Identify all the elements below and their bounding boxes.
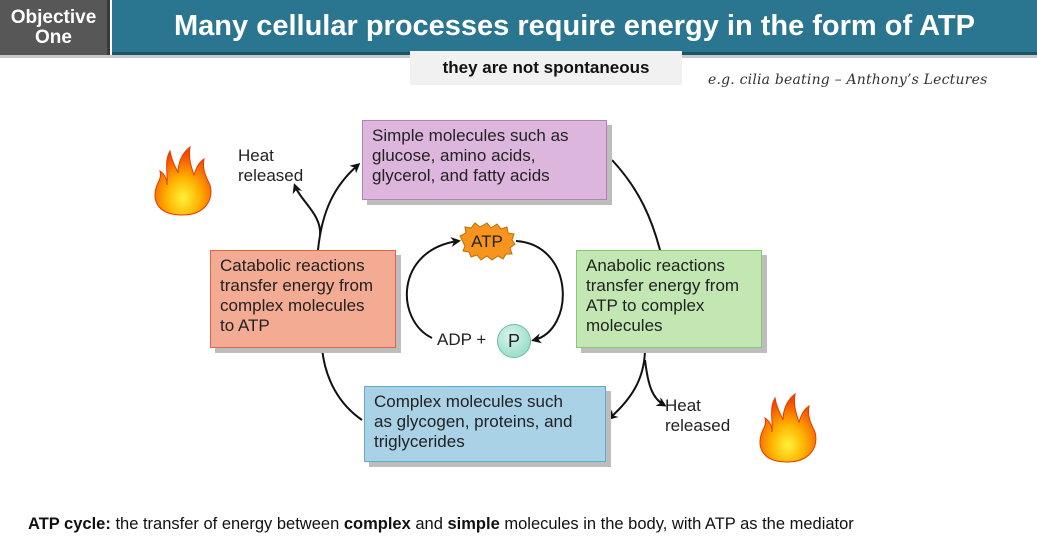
atp-label: ATP xyxy=(471,232,503,251)
anabolic-box-line: transfer energy from xyxy=(586,276,740,295)
flame-icon xyxy=(154,145,212,216)
catabolic-box-line: transfer energy from xyxy=(220,276,374,295)
heat-released-top-left: Heat released xyxy=(238,146,303,186)
footer-text: and xyxy=(410,515,448,533)
anabolic-box-line: Anabolic reactions xyxy=(586,256,725,275)
arrow-anabolic-to-complex xyxy=(607,347,646,421)
anabolic-reactions-box: Anabolic reactions transfer energy from … xyxy=(576,250,762,348)
footer-bold-simple: simple xyxy=(447,515,500,533)
phosphate-label: P xyxy=(507,330,520,351)
phosphate-circle: P xyxy=(497,324,531,358)
subtitle: they are not spontaneous xyxy=(442,58,650,77)
objective-badge: Objective One xyxy=(0,0,110,55)
catabolic-box-line: to ATP xyxy=(220,316,270,335)
catabolic-box-line: Catabolic reactions xyxy=(220,256,365,275)
simple-box-line: glycerol, and fatty acids xyxy=(372,166,550,185)
arrow-atp-to-adp xyxy=(515,240,564,344)
footer-text: the transfer of energy between xyxy=(110,515,344,533)
handwritten-note: e.g. cilia beating – Anthony’s Lectures xyxy=(708,72,988,88)
heat-label-line: released xyxy=(665,416,731,435)
heat-label-line: released xyxy=(238,166,304,185)
heat-label-line: Heat xyxy=(238,146,274,165)
simple-box-line: glucose, amino acids, xyxy=(372,146,536,165)
heat-label-line: Heat xyxy=(665,396,701,415)
footer-definition: ATP cycle: the transfer of energy betwee… xyxy=(28,515,854,534)
simple-box-line: Simple molecules such as xyxy=(372,126,569,145)
catabolic-reactions-box: Catabolic reactions transfer energy from… xyxy=(210,250,396,348)
arrow-simple-to-anabolic xyxy=(611,159,661,251)
arrow-heat-top-left xyxy=(292,183,322,236)
flame-icon xyxy=(759,392,817,463)
subtitle-box: they are not spontaneous xyxy=(410,51,682,85)
arrow-catabolic-to-simple xyxy=(317,163,361,251)
slide-title: Many cellular processes require energy i… xyxy=(174,9,975,42)
footer-term: ATP cycle: xyxy=(28,515,111,533)
footer-text: molecules in the body, with ATP as the m… xyxy=(499,515,854,533)
catabolic-box-line: complex molecules xyxy=(220,296,365,315)
footer-bold-complex: complex xyxy=(343,515,411,533)
anabolic-box-line: molecules xyxy=(586,316,663,335)
objective-line1: Objective xyxy=(10,6,97,28)
anabolic-box-line: ATP to complex xyxy=(586,296,705,315)
arrow-complex-to-catabolic xyxy=(321,347,363,421)
complex-box-line: as glycogen, proteins, and xyxy=(374,412,573,431)
complex-molecules-box: Complex molecules such as glycogen, prot… xyxy=(364,386,606,462)
heat-released-bottom-right: Heat released xyxy=(665,396,730,436)
arrow-adp-to-atp xyxy=(405,237,461,339)
objective-line2: One xyxy=(35,26,72,48)
adp-label: ADP + xyxy=(437,330,487,349)
complex-box-line: triglycerides xyxy=(374,432,465,451)
simple-molecules-box: Simple molecules such as glucose, amino … xyxy=(362,120,607,200)
atp-starburst-icon xyxy=(459,222,516,261)
arrow-heat-bottom-right xyxy=(644,359,667,407)
complex-box-line: Complex molecules such xyxy=(374,392,563,411)
